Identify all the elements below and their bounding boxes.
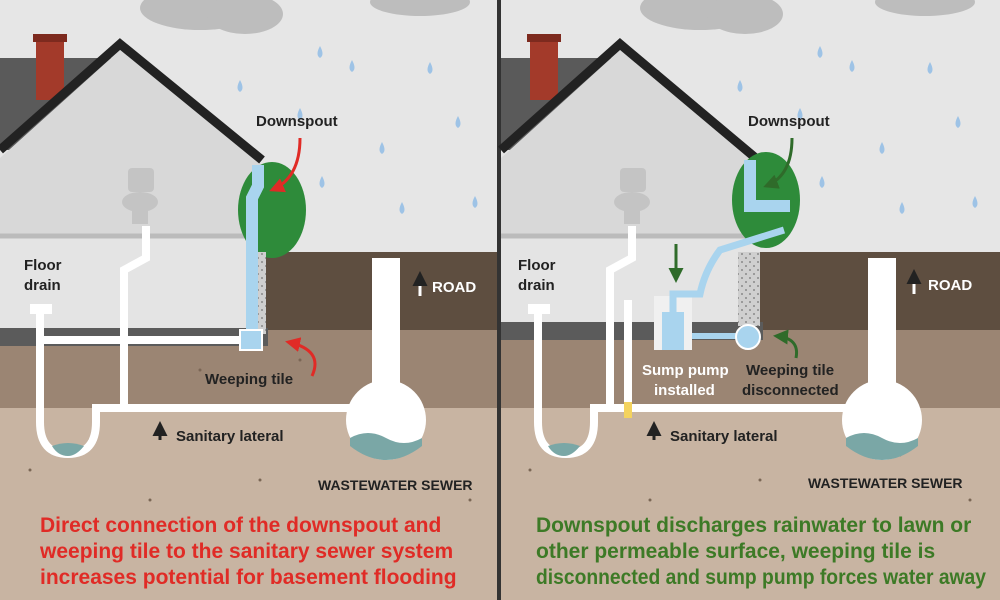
- label-wastewater-sewer: WASTEWATER SEWER: [318, 477, 473, 493]
- label-road: ROAD: [928, 277, 972, 294]
- raindrop-icons: [237, 46, 478, 214]
- house-roof: [498, 38, 761, 164]
- panel-divider: [497, 0, 501, 600]
- right-panel: Downspout Floor drain Sump pump installe…: [498, 0, 1000, 600]
- arrow-weeping-tile: [285, 337, 317, 377]
- cloud-icon: [640, 0, 975, 34]
- caption-line-3: disconnected and sump pump forces water …: [536, 566, 986, 589]
- label-road: ROAD: [432, 279, 476, 296]
- caption-line-3: increases potential for basement floodin…: [40, 566, 457, 589]
- caption-line-1: Downspout discharges rainwater to lawn o…: [536, 514, 971, 537]
- backwater-valve: [624, 402, 632, 418]
- label-sanitary-lateral: Sanitary lateral: [670, 428, 778, 445]
- label-disconnected: disconnected: [742, 382, 839, 399]
- label-sanitary-lateral: Sanitary lateral: [176, 428, 284, 445]
- cloud-icon: [140, 0, 470, 34]
- caption-line-2: weeping tile to the sanitary sewer syste…: [39, 540, 453, 563]
- toilet-icon: [122, 168, 158, 224]
- left-panel: Downspout Floor drain Weeping tile ROAD …: [0, 0, 497, 600]
- label-installed: installed: [654, 382, 715, 399]
- house-wall: [0, 50, 262, 252]
- downspout-pipe: [744, 160, 790, 212]
- label-sump-pump: Sump pump: [642, 362, 729, 379]
- sump-pump-icon: [662, 312, 684, 350]
- raindrop-icons: [737, 46, 978, 214]
- label-floor: Floor: [518, 257, 556, 274]
- toilet-icon: [614, 168, 650, 224]
- label-floor: Floor: [24, 257, 62, 274]
- arrow-downspout: [269, 137, 302, 193]
- chimney: [36, 38, 64, 100]
- sewer-manhole-shaft: [868, 258, 896, 398]
- label-weeping-tile: Weeping tile: [746, 362, 834, 379]
- sump-discharge-pipe: [669, 226, 786, 312]
- arrow-weeping-tile: [773, 329, 799, 359]
- caption-line-1: Direct connection of the downspout and: [40, 514, 441, 537]
- sewer-water: [350, 433, 422, 460]
- house-wall: [501, 50, 758, 252]
- label-downspout: Downspout: [748, 113, 830, 130]
- label-wastewater-sewer: WASTEWATER SEWER: [808, 475, 963, 491]
- floor-drain: [528, 304, 550, 314]
- downspout-pipe: [246, 165, 264, 332]
- weeping-tile-cap: [735, 324, 761, 350]
- chimney: [530, 38, 558, 100]
- weeping-tile-box: [239, 329, 263, 351]
- floor-drain: [30, 304, 52, 314]
- arrow-downspout: [763, 137, 794, 189]
- label-drain: drain: [518, 277, 555, 294]
- label-weeping-tile: Weeping tile: [205, 371, 293, 388]
- label-downspout: Downspout: [256, 113, 338, 130]
- house-roof: [0, 38, 265, 164]
- caption-line-2: other permeable surface, weeping tile is: [536, 540, 935, 563]
- label-drain: drain: [24, 277, 61, 294]
- sewer-manhole-shaft: [372, 258, 400, 398]
